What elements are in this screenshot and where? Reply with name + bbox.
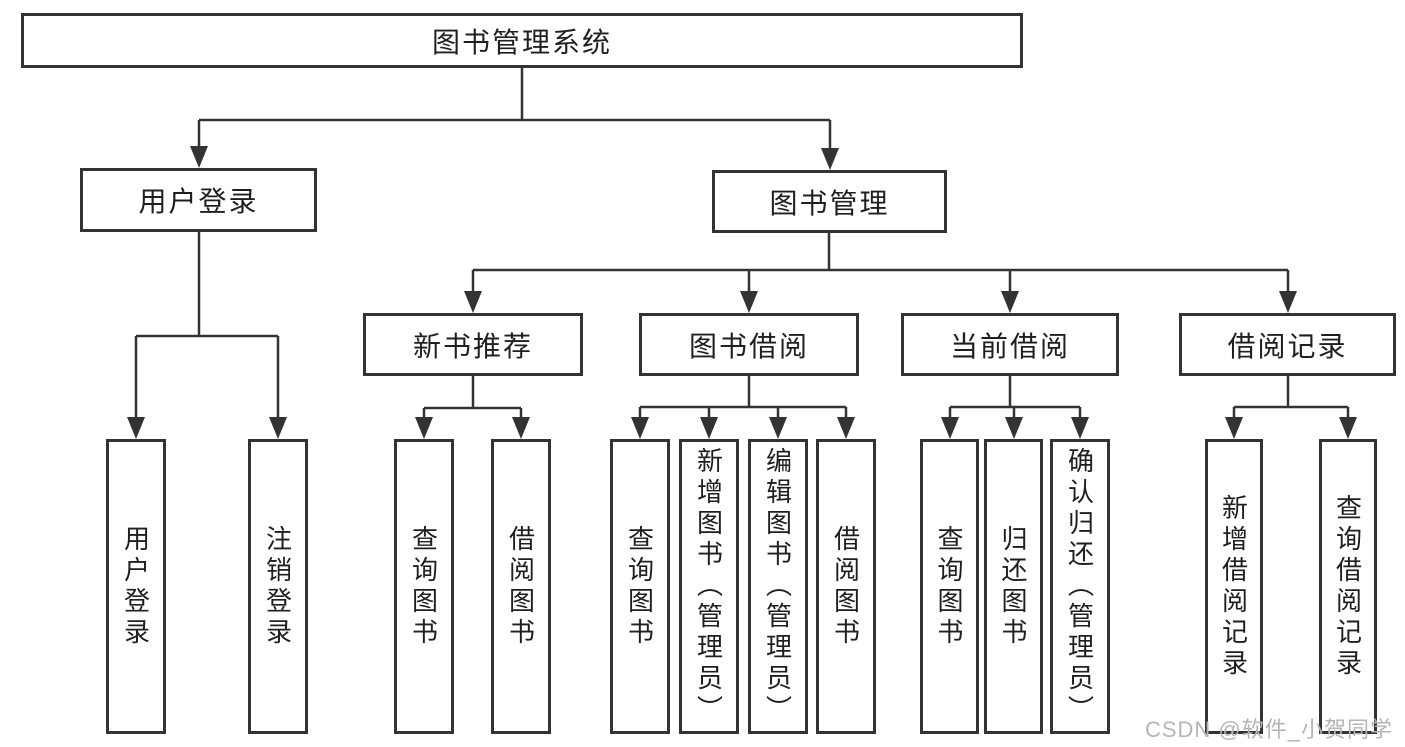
leaf-query-borrow-record-label: 查询借阅记录 [1332, 493, 1363, 680]
node-book-management: 图书管理 [712, 170, 947, 233]
leaf-logout: 注销登录 [248, 439, 308, 734]
node-user-login: 用户登录 [80, 168, 317, 232]
node-system-label: 图书管理系统 [431, 26, 612, 58]
node-book-borrow-label: 图书借阅 [688, 330, 809, 362]
leaf-borrow-books-recommend: 借阅图书 [491, 439, 551, 734]
node-new-book-recommend-label: 新书推荐 [412, 330, 533, 362]
leaf-logout-label: 注销登录 [262, 524, 293, 649]
leaf-add-book-admin-label: 新增图书（管理员） [693, 447, 724, 726]
leaf-user-login: 用户登录 [106, 439, 166, 734]
leaf-edit-book-admin-label: 编辑图书（管理员） [762, 447, 793, 726]
node-borrow-records: 借阅记录 [1179, 313, 1396, 376]
leaf-add-book-admin: 新增图书（管理员） [679, 439, 739, 734]
node-new-book-recommend: 新书推荐 [363, 313, 583, 376]
leaf-user-login-label: 用户登录 [120, 524, 151, 649]
leaf-borrow-books: 借阅图书 [816, 439, 876, 734]
leaf-query-books-current: 查询图书 [920, 439, 979, 734]
leaf-query-books-recommend: 查询图书 [394, 439, 454, 734]
leaf-add-borrow-record: 新增借阅记录 [1205, 439, 1263, 734]
leaf-return-book: 归还图书 [984, 439, 1043, 734]
node-book-borrow: 图书借阅 [639, 313, 859, 376]
leaf-add-borrow-record-label: 新增借阅记录 [1218, 493, 1249, 680]
leaf-query-books-borrow-label: 查询图书 [624, 524, 655, 649]
watermark: CSDN @软件_小贺同学 [1144, 717, 1393, 742]
leaf-confirm-return-admin: 确认归还（管理员） [1050, 439, 1110, 734]
node-current-borrow: 当前借阅 [901, 313, 1119, 376]
node-book-management-label: 图书管理 [769, 187, 890, 219]
leaf-confirm-return-admin-label: 确认归还（管理员） [1064, 447, 1095, 726]
leaf-query-books-recommend-label: 查询图书 [408, 524, 439, 649]
leaf-query-borrow-record: 查询借阅记录 [1319, 439, 1377, 734]
node-current-borrow-label: 当前借阅 [949, 330, 1070, 362]
leaf-borrow-books-recommend-label: 借阅图书 [505, 524, 536, 649]
leaf-query-books-current-label: 查询图书 [934, 524, 964, 649]
node-system: 图书管理系统 [21, 13, 1023, 68]
node-borrow-records-label: 借阅记录 [1227, 330, 1348, 362]
leaf-return-book-label: 归还图书 [998, 524, 1028, 649]
node-user-login-label: 用户登录 [138, 186, 259, 217]
leaf-query-books-borrow: 查询图书 [610, 439, 670, 734]
leaf-borrow-books-label: 借阅图书 [830, 524, 861, 649]
leaf-edit-book-admin: 编辑图书（管理员） [748, 439, 808, 734]
